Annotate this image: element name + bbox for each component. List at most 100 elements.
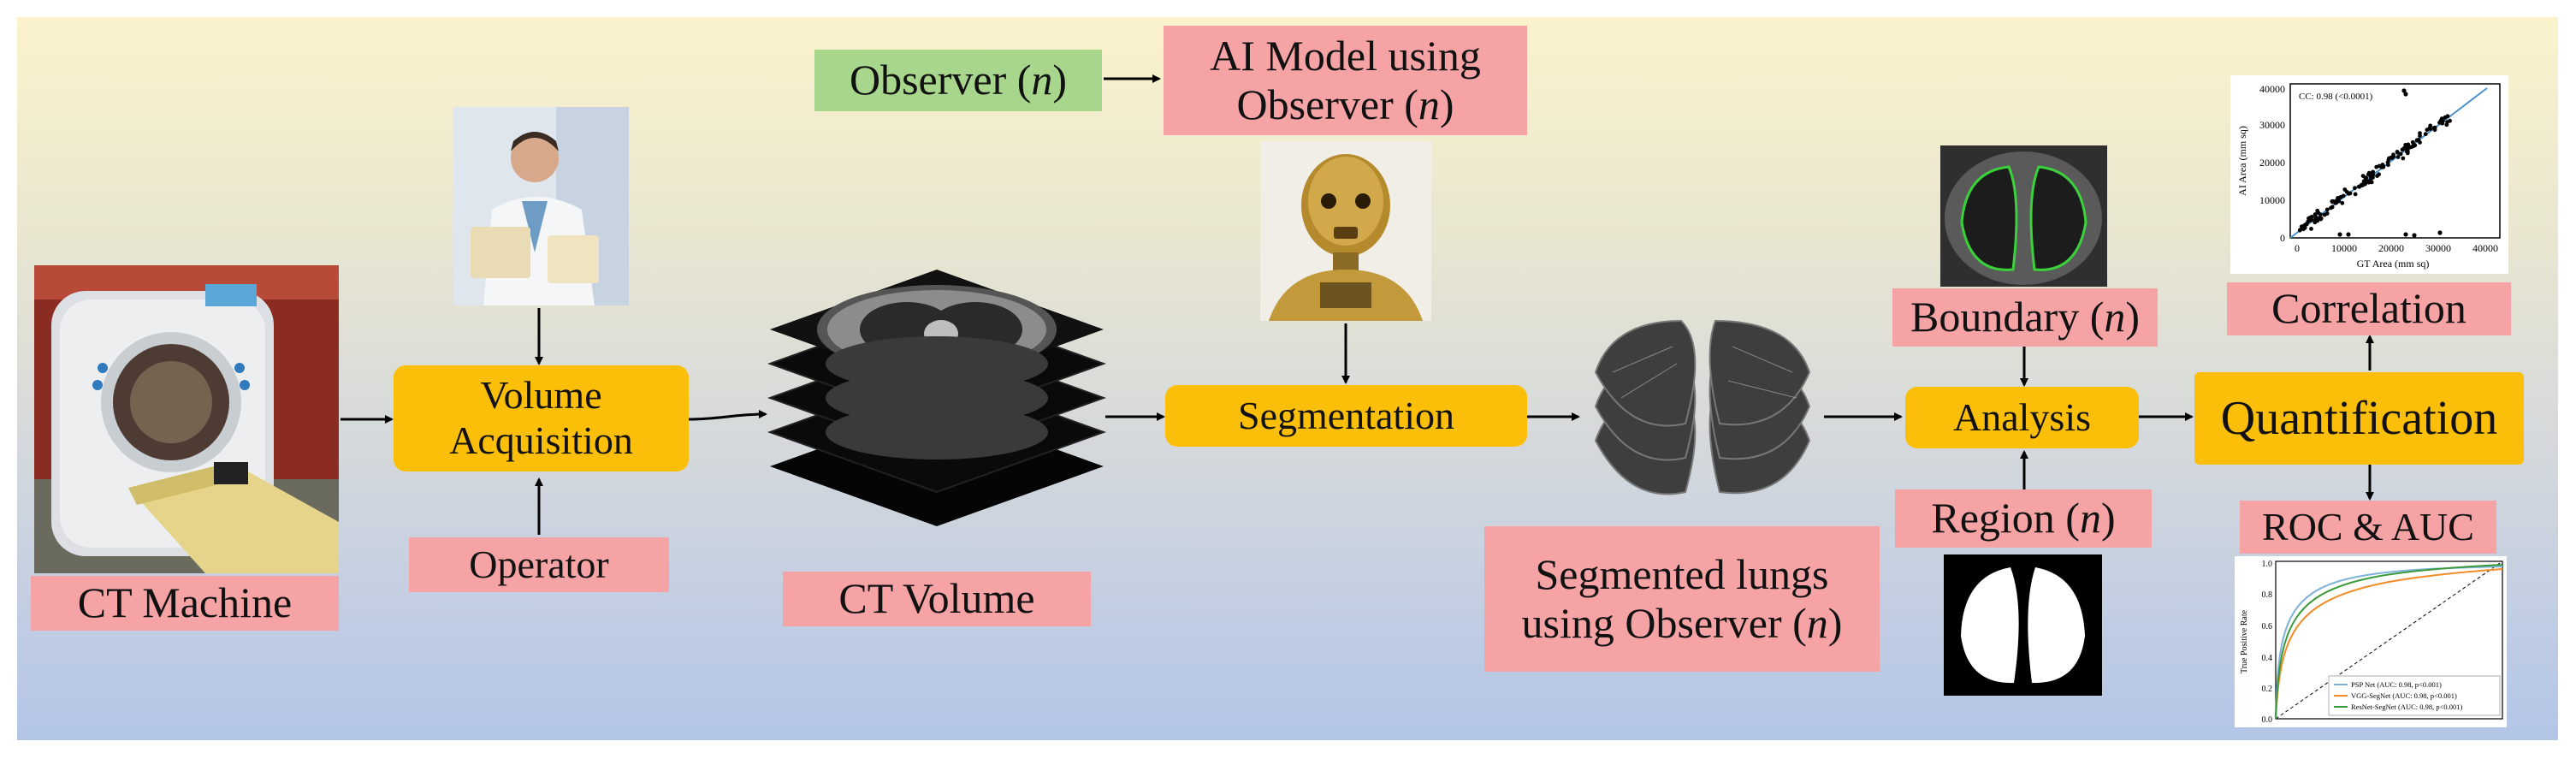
correlation-plot-frame: [2289, 83, 2501, 239]
ct-machine-label: CT Machine: [31, 576, 339, 631]
roc-ytick-1: 0.8: [2262, 590, 2273, 600]
scatter-point: [2379, 165, 2384, 169]
scatter-point: [2389, 156, 2395, 160]
segmented-lungs-label: Segmented lungs using Observer (n): [1484, 526, 1880, 672]
correlation-plot-svg: CC: 0.98 (<0.0001) 0 10000 20000 30000 4…: [2236, 83, 2501, 270]
scatter-point: [2405, 151, 2410, 156]
lung-boundary-scan: [1940, 145, 2107, 287]
observer-text: Observer (: [849, 56, 1032, 104]
roc-plot: 1.0 0.8 0.6 0.4 0.2 0.0 True Positive Ra…: [2235, 556, 2507, 727]
scatter-point: [2344, 189, 2349, 194]
scatter-point: [2423, 132, 2428, 137]
observer-close: ): [1052, 56, 1068, 104]
scatter-point: [2309, 227, 2313, 231]
scatter-point: [2316, 211, 2321, 216]
scatter-point: [2385, 160, 2390, 164]
scatter-outlier: [2412, 233, 2417, 238]
ai-model-line2: Observer (n): [1236, 80, 1454, 130]
correlation-scatter: [2297, 88, 2452, 238]
corr-xtick-4: 40000: [2472, 242, 2498, 254]
correlation-plot: CC: 0.98 (<0.0001) 0 10000 20000 30000 4…: [2230, 75, 2508, 274]
segmented-line1: Segmented lungs: [1535, 549, 1829, 598]
scatter-point: [2364, 178, 2369, 183]
scatter-outlier: [2346, 232, 2351, 237]
scatter-point: [2298, 228, 2302, 233]
roc-ytick-5: 0.0: [2262, 715, 2273, 725]
scatter-point: [2348, 191, 2353, 196]
corr-ytick-3: 30000: [2259, 119, 2285, 131]
scatter-point: [2403, 143, 2408, 147]
roc-ytick-0: 1.0: [2262, 560, 2273, 569]
ct-scanner-photo: [34, 265, 339, 573]
roc-legend-box: [2328, 675, 2501, 716]
corr-xtick-0: 0: [2295, 242, 2300, 254]
region-n: n: [2079, 494, 2101, 543]
scatter-point: [2445, 114, 2450, 119]
scatter-point: [2448, 118, 2452, 123]
roc-ylabel: True Positive Rate: [2240, 609, 2249, 673]
corr-ytick-4: 40000: [2259, 83, 2285, 95]
scatter-point: [2391, 152, 2395, 157]
scatter-point: [2312, 212, 2318, 216]
boundary-text: Boundary (: [1910, 293, 2105, 341]
correlation-label: Correlation: [2227, 282, 2511, 335]
roc-legend-2: ResNet-SegNet (AUC: 0.98, p<0.001): [2351, 703, 2463, 711]
segmented-line2: using Observer (n): [1522, 599, 1843, 649]
roc-auc-label: ROC & AUC: [2240, 501, 2496, 554]
volume-acquisition-line2: Acquisition: [449, 418, 633, 462]
scatter-point: [2304, 222, 2309, 227]
scatter-point: [2363, 181, 2367, 187]
region-close: ): [2100, 494, 2116, 543]
corr-ytick-0: 0: [2280, 232, 2285, 244]
corr-xtick-1: 10000: [2331, 242, 2357, 254]
boundary-close: ): [2125, 293, 2140, 341]
scatter-point: [2330, 199, 2336, 204]
roc-plot-svg: 1.0 0.8 0.6 0.4 0.2 0.0 True Positive Ra…: [2240, 560, 2503, 725]
scatter-point: [2398, 151, 2403, 157]
scatter-point: [2427, 126, 2432, 131]
segmentation-step: Segmentation: [1165, 385, 1527, 447]
scatter-point: [2299, 224, 2304, 229]
scatter-point: [2414, 138, 2419, 143]
scatter-point: [2377, 172, 2381, 177]
arrow-acquisition-to-ctvolume: [688, 410, 767, 421]
scatter-outlier: [2401, 88, 2407, 93]
scatter-point: [2341, 193, 2346, 199]
scatter-outlier: [2337, 232, 2342, 237]
boundary-n: n: [2104, 293, 2126, 341]
scatter-point: [2395, 151, 2400, 155]
segmented-line2-n: n: [1806, 599, 1828, 647]
segmented-line2-close: ): [1827, 599, 1843, 647]
segmented-line2-text: using Observer (: [1521, 599, 1807, 647]
scatter-point: [2374, 164, 2379, 169]
scatter-outlier: [2403, 92, 2408, 97]
ai-model-line2-n: n: [1418, 80, 1440, 128]
scatter-point: [2413, 143, 2418, 148]
scatter-point: [2310, 214, 2314, 219]
corr-ylabel: AI Area (mm sq): [2236, 126, 2248, 196]
roc-ytick-3: 0.4: [2262, 654, 2273, 663]
corr-xtick-2: 20000: [2378, 242, 2404, 254]
roc-diagonal: [2275, 560, 2503, 720]
scatter-point: [2418, 133, 2422, 139]
scatter-point: [2371, 173, 2376, 177]
corr-ytick-1: 10000: [2259, 194, 2285, 206]
ct-volume-label: CT Volume: [783, 572, 1091, 626]
ai-model-line1: AI Model using: [1210, 31, 1481, 80]
scatter-point: [2318, 216, 2323, 221]
region-text: Region (: [1931, 494, 2080, 543]
roc-legend-0: PSP Net (AUC: 0.98, p<0.001): [2351, 680, 2442, 689]
scatter-point: [2353, 186, 2357, 191]
volume-acquisition-step: Volume Acquisition: [394, 365, 689, 471]
analysis-step: Analysis: [1905, 387, 2139, 448]
scatter-point: [2330, 205, 2335, 210]
scatter-point: [2324, 211, 2330, 216]
observer-input: Observer (n): [814, 50, 1102, 111]
ai-model-line2-text: Observer (: [1236, 80, 1418, 128]
boundary-label: Boundary (n): [1892, 288, 2158, 347]
scatter-point: [2302, 225, 2307, 230]
ai-model-line2-close: ): [1439, 80, 1454, 128]
scatter-point: [2438, 118, 2443, 123]
segmented-lung-stack: [1594, 319, 1811, 495]
